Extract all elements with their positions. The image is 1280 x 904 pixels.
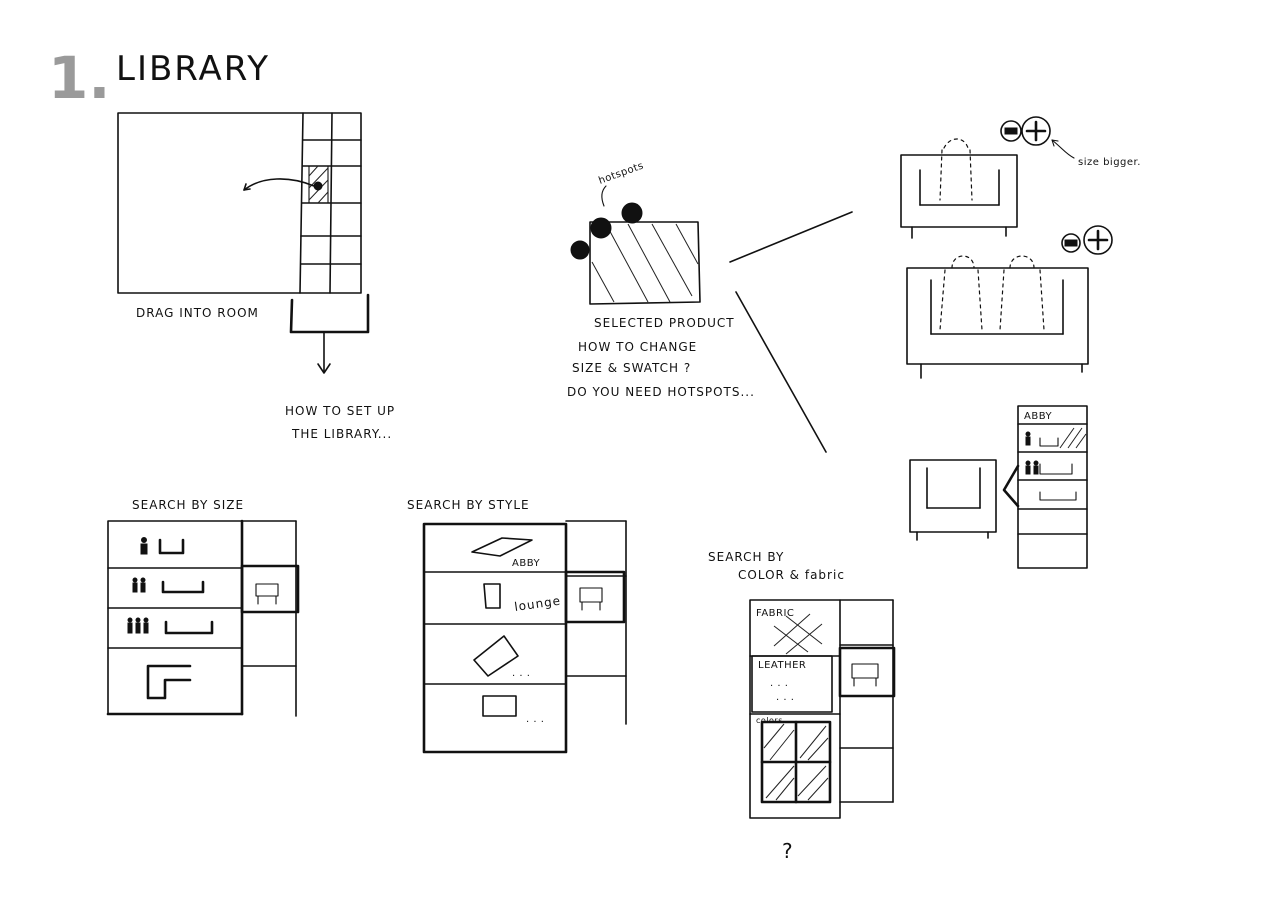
leather-section-label: LEATHER	[758, 660, 806, 671]
size-control-top[interactable]	[1000, 116, 1051, 146]
style-item-lounge: lounge	[513, 594, 561, 614]
search-by-color-label-1: SEARCH BY	[708, 550, 784, 564]
setup-question-line1: HOW TO SET UP	[285, 404, 395, 418]
section-title: LIBRARY	[116, 49, 270, 89]
drag-into-room-label: DRAG INTO ROOM	[136, 306, 259, 320]
drag-panel-icon	[289, 293, 370, 374]
catalog-panel	[1002, 405, 1088, 569]
plus-icon[interactable]	[1021, 116, 1051, 146]
search-by-color-label-2: COLOR & fabric	[738, 568, 845, 582]
size-bigger-note: size bigger.	[1078, 157, 1141, 168]
colors-section-label: colors	[756, 716, 783, 725]
section-number: 1.	[48, 44, 110, 112]
setup-question-line2: THE LIBRARY...	[291, 427, 392, 441]
selected-product-sketch	[570, 185, 701, 305]
hotspot-marker	[590, 217, 612, 239]
hotspots-label: hotspots	[597, 160, 645, 186]
search-by-color-panel: . . . . . .	[749, 599, 896, 819]
plus-icon[interactable]	[1083, 225, 1113, 255]
minus-icon[interactable]	[1000, 120, 1022, 142]
svg-text:. . .: . . .	[526, 714, 544, 725]
size-control-sofa[interactable]	[1061, 225, 1113, 255]
svg-text:. . .: . . .	[512, 668, 530, 679]
style-item-abby: ABBY	[512, 558, 541, 569]
selected-product-caption: SELECTED PRODUCT	[594, 316, 735, 330]
hotspot-marker	[621, 202, 643, 224]
hotspot-marker	[570, 240, 590, 260]
minus-icon[interactable]	[1061, 233, 1081, 253]
product-question-line1: HOW TO CHANGE	[578, 340, 697, 354]
svg-text:. . .: . . .	[776, 692, 794, 703]
search-by-style-label: SEARCH BY STYLE	[407, 498, 530, 512]
search-by-size-panel	[106, 519, 300, 717]
catalog-item-label: ABBY	[1024, 411, 1053, 422]
room-wireframe	[117, 112, 362, 294]
product-question-line3: DO YOU NEED HOTSPOTS...	[567, 385, 755, 399]
product-question-line2: SIZE & SWATCH ?	[572, 361, 691, 375]
search-by-size-label: SEARCH BY SIZE	[132, 498, 244, 512]
small-armchair-sketch	[909, 459, 997, 541]
svg-text:. . .: . . .	[770, 678, 788, 689]
fabric-section-label: FABRIC	[756, 608, 794, 619]
open-question-mark: ?	[782, 839, 794, 863]
sofa-sketch	[906, 255, 1089, 379]
armchair-sketch	[900, 138, 1018, 239]
search-by-style-panel: . . . . . .	[422, 520, 627, 754]
